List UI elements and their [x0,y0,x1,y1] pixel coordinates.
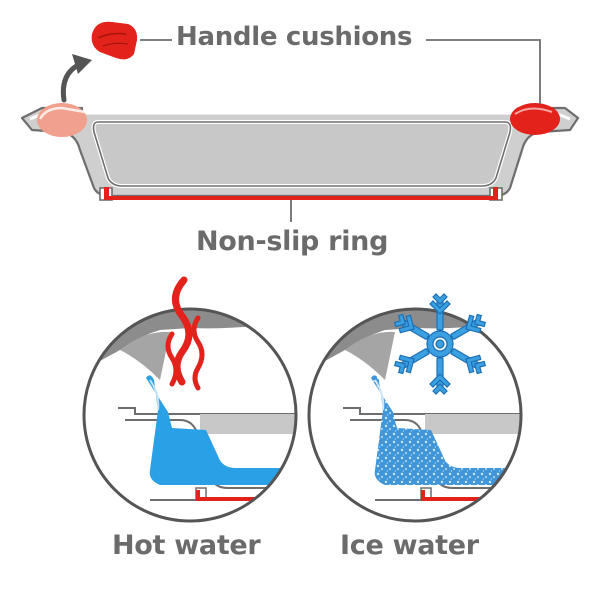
pan-inner [91,120,513,188]
curved-arrow-icon [60,54,92,103]
non-slip-ring-label: Non-slip ring [196,226,389,257]
hot-water-label: Hot water [112,530,261,561]
non-slip-ring [104,187,498,222]
pan [20,106,580,201]
handle-cushions-leader [140,39,541,104]
handle-cushions-label: Handle cushions [176,22,413,52]
steam-icon [165,276,205,391]
ice-water-label: Ice water [340,530,479,561]
handle-cushion-right [510,103,560,135]
ice-water-detail [307,307,523,523]
hot-water-detail [82,307,298,523]
handle-cushion-left [37,103,87,137]
snowflake-icon [391,293,489,395]
cushion-piece [91,21,138,60]
